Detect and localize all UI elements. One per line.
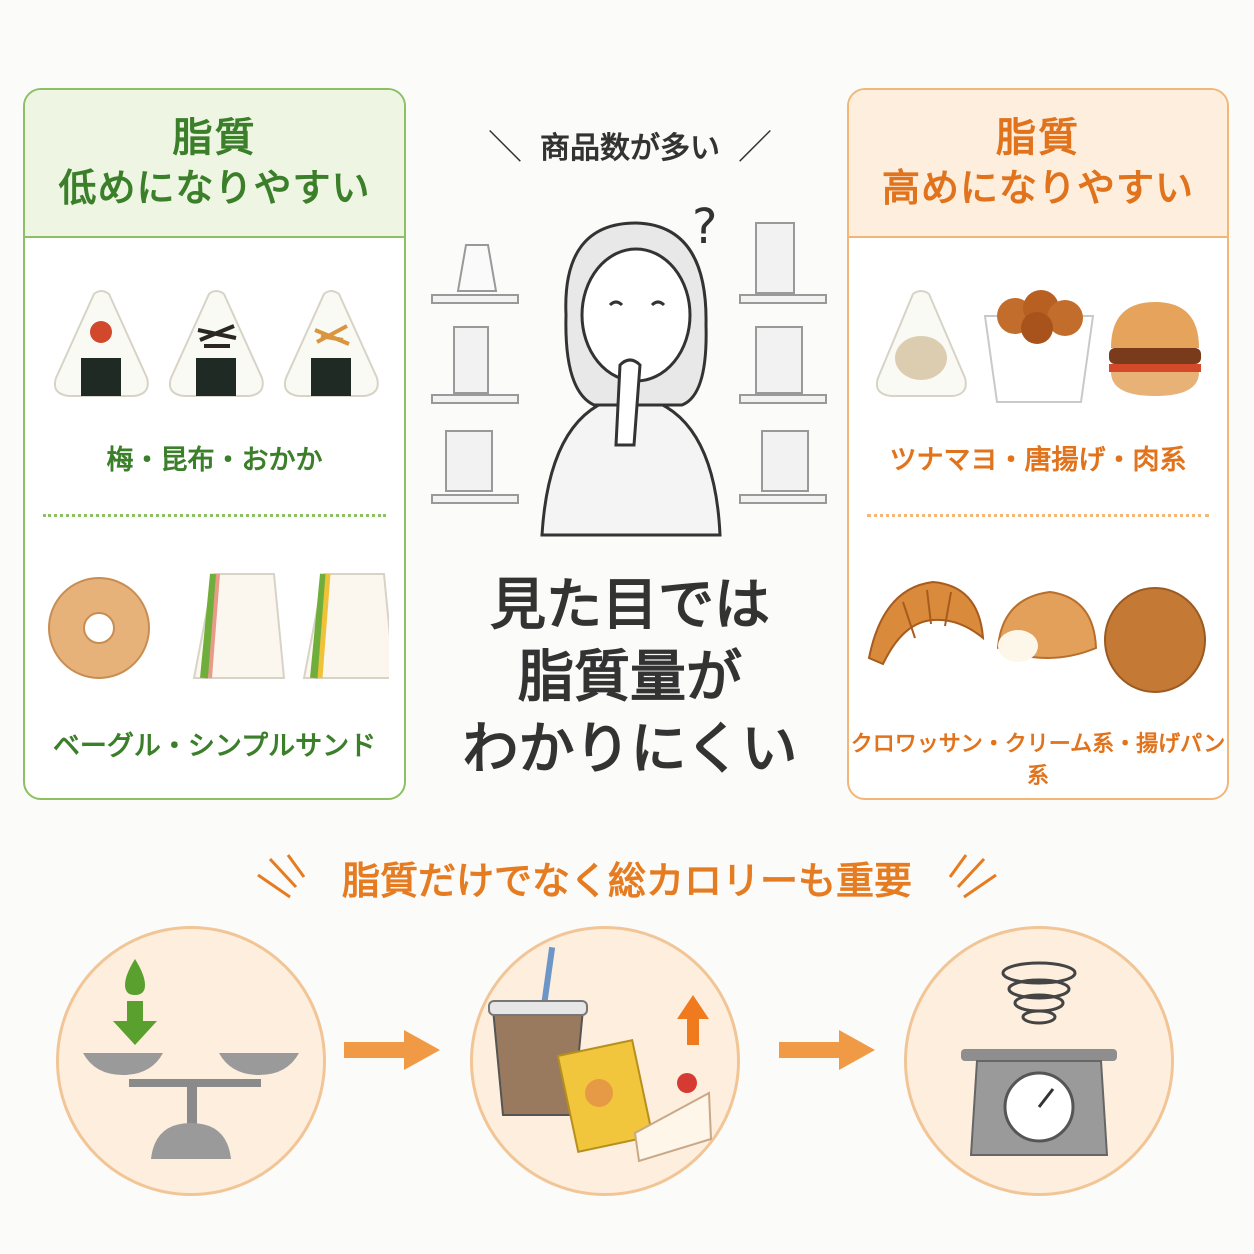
drink-snack-cake-icon (488, 946, 713, 1163)
thinking-woman-icon: ? (431, 199, 827, 537)
main-line-2: 脂質量が (518, 645, 742, 710)
high-fat-header: 脂質 高めになりやすい (849, 90, 1227, 238)
croissant-icon (867, 580, 1206, 693)
emphasis-lines-right (948, 853, 997, 898)
cream-bread-icon (996, 590, 1098, 662)
low-fat-panel: 脂質 低めになりやすい 梅・昆布・おかか (23, 88, 406, 800)
high-fat-caption-onigiri: ツナマヨ・唐揚げ・肉系 (889, 445, 1187, 476)
arrow-right-icon (344, 1030, 440, 1070)
main-line-1: 見た目では (490, 573, 770, 638)
question-mark-icon: ? (692, 199, 717, 255)
low-fat-caption-onigiri: 梅・昆布・おかか (106, 445, 323, 476)
circle-total-calories (470, 926, 740, 1196)
emphasis-mark-right: ／ (738, 128, 772, 168)
store-shelf-icon (431, 222, 827, 504)
weighing-scale-icon (961, 961, 1117, 1156)
arrow-right-icon (779, 1030, 875, 1070)
high-fat-subtitle: 高めになりやすい (881, 166, 1194, 210)
bagel-icon (48, 577, 150, 679)
circle-weight-gain (904, 926, 1174, 1196)
center-top-label: ＼ 商品数が多い ／ (440, 120, 820, 169)
main-line-3: わかりにくい (462, 717, 798, 782)
high-fat-panel: 脂質 高めになりやすい ツナマヨ・唐揚げ・肉系 (847, 88, 1229, 800)
low-fat-subtitle: 低めになりやすい (58, 166, 371, 210)
balance-scale-icon (83, 959, 299, 1159)
low-fat-title: 脂質 (172, 115, 257, 161)
sandwich-icon (48, 573, 389, 679)
low-fat-header: 脂質 低めになりやすい (25, 90, 404, 238)
banner-text: 脂質だけでなく総カロリーも重要 (341, 859, 912, 903)
burger-icon (1109, 302, 1201, 396)
fried-bread-icon (1104, 587, 1206, 693)
high-fat-caption-bread: クロワッサン・クリーム系・揚げパン系 (850, 732, 1226, 789)
high-fat-title: 脂質 (996, 115, 1080, 161)
circle-fat-reduction (56, 926, 326, 1196)
emphasis-mark-left: ＼ (488, 128, 522, 168)
divider (43, 514, 386, 517)
rice-ball-icon (53, 290, 379, 397)
fried-chicken-icon (875, 290, 1201, 403)
calorie-banner: 脂質だけでなく総カロリーも重要 (200, 850, 1054, 905)
main-message: 見た目では 脂質量が わかりにくい (430, 570, 830, 786)
low-fat-caption-bread: ベーグル・シンプルサンド (52, 731, 377, 762)
emphasis-lines-left (257, 853, 306, 898)
divider (867, 514, 1209, 517)
many-products-label: 商品数が多い (540, 130, 720, 166)
